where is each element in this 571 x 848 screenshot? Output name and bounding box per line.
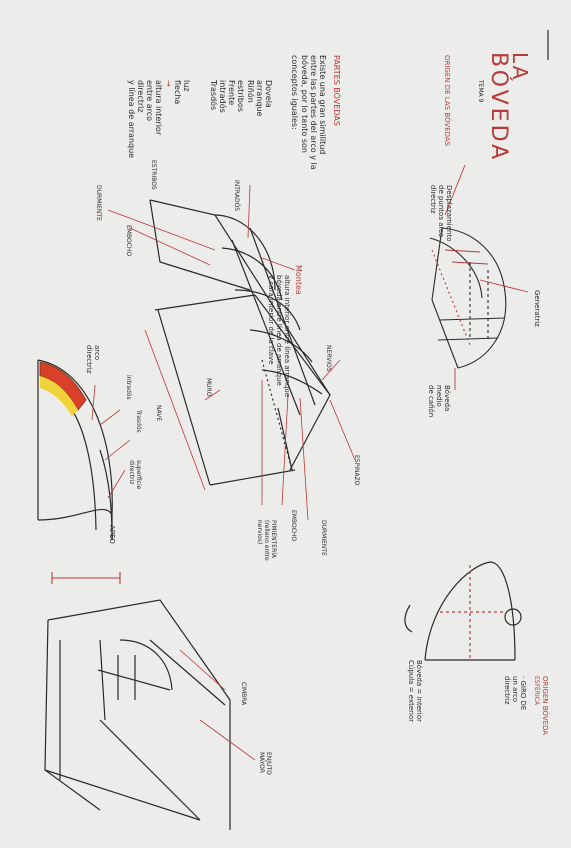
label-montea-note: altura interior entre línea arranque bóv… — [266, 275, 291, 398]
label-cimbra: CIMBRA — [240, 682, 247, 706]
label-nervios: NERVIOS — [325, 345, 332, 372]
label-embocho: EMBOCHO — [125, 225, 132, 257]
title-line2: BÓVEDA — [486, 52, 511, 163]
barrel-vault-label: Bóveda medio de cañón — [426, 385, 451, 418]
label-montea: Montea — [294, 265, 303, 295]
generatrix-label: Generatriz — [533, 290, 541, 327]
dome-legend: Bóveda = interior Cúpula = exterior — [406, 660, 423, 723]
label-arco-directriz: arco directriz — [84, 345, 101, 374]
label-nave: NAVE — [155, 405, 162, 422]
label-intrados: INTRADÓS — [233, 180, 240, 212]
label-embocho2: EMBOCHO — [290, 510, 297, 542]
vault-parts-diagram — [149, 199, 331, 486]
label-enjuto: ENJUTO MAYOR — [258, 752, 272, 775]
parts-heading: PARTES BÓVEDAS — [332, 55, 341, 126]
barrel-vault-sketch — [429, 227, 507, 369]
title-subtitle: TEMA 9 — [477, 80, 484, 103]
parts-intro: Existe una gran similitud entre las part… — [290, 55, 327, 170]
label-arch-trasdos: Trasdós — [135, 410, 142, 433]
pointer-lines — [107, 184, 356, 521]
label-apeo: APEO — [108, 525, 116, 544]
dome-sketch — [404, 561, 522, 661]
dome-heading: ORIGEN BÓVEDA — [541, 676, 549, 736]
dome-subheading: ESFÉRICA — [533, 676, 540, 706]
label-durmiente: DURMIENTE — [95, 185, 102, 221]
parts-list-a: Dovela arranque Riñón estribos Frente in… — [208, 80, 273, 117]
label-estribos: ESTRIBOS — [150, 160, 157, 190]
label-muro: MURO — [205, 378, 212, 397]
label-pimienteria: PIMIENTERÍA (relleno entre nervios) — [256, 520, 277, 561]
label-durmiente2: DURMIENTE — [320, 520, 327, 556]
title-line1: LA — [508, 52, 532, 82]
label-superficie: superficie directriz — [128, 460, 142, 490]
label-espinazo: ESPINAZO — [353, 455, 360, 486]
origin-heading: ORIGEN DE LAS BÓVEDAS — [443, 55, 451, 147]
cross-vault-sketch — [44, 599, 231, 830]
label-arch-intrados: intradós — [125, 375, 132, 400]
parts-list-b: luz flecha → altura interior entre arco … — [126, 80, 191, 159]
dome-notes: · GIRO DE un arco directriz — [502, 676, 527, 711]
displacement-label: Desplazamiento de puntos arco directriz — [428, 185, 453, 242]
